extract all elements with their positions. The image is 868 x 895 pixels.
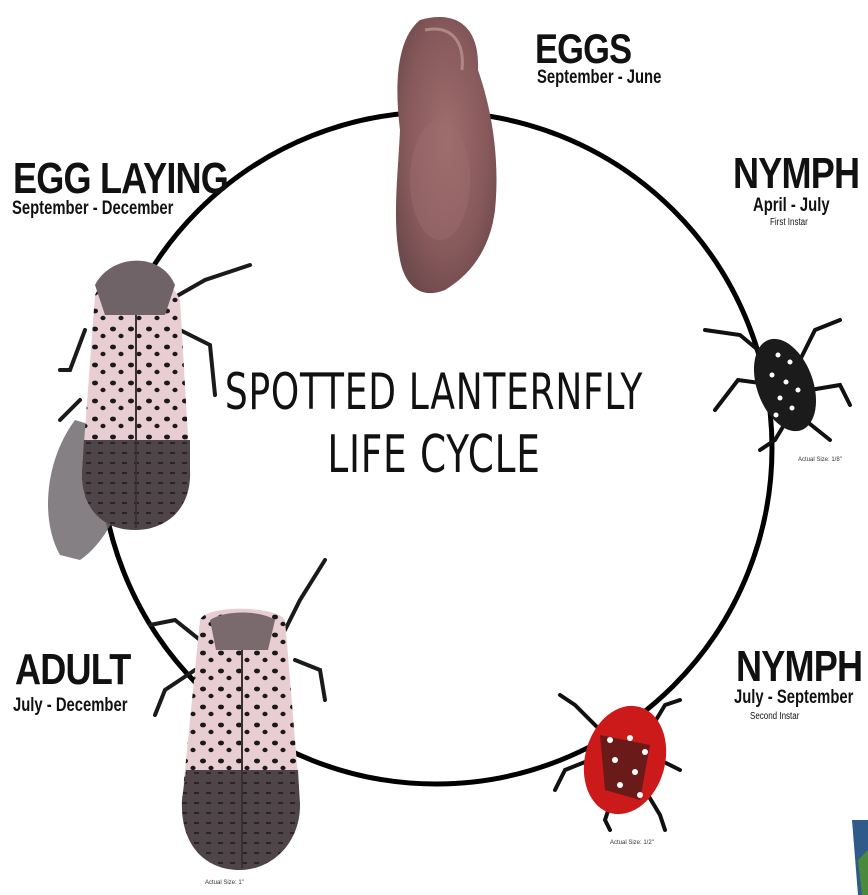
nymph-second-dates: July - September [734, 688, 853, 707]
adult-size: Actual Size: 1" [205, 880, 244, 886]
nymph-first-title: NYMPH [733, 152, 859, 196]
nymph-second-note: Second Instar [750, 712, 799, 722]
diagram-title-line-1: SPOTTED LANTERNFLY [122, 363, 747, 421]
nymph-first-note: First Instar [770, 218, 808, 228]
eggs-title: EGGS [535, 28, 631, 70]
egg-laying-title: EGG LAYING [13, 157, 228, 201]
nymph-second-title: NYMPH [736, 645, 862, 689]
nymph-first-size: Actual Size: 1/8" [798, 457, 842, 463]
egg-laying-dates: September - December [12, 199, 173, 218]
adult-title: ADULT [15, 648, 130, 692]
eggs-dates: September - June [537, 68, 661, 87]
adult-image [150, 560, 325, 870]
adult-dates: July - December [13, 696, 128, 715]
nymph-first-dates: April - July [753, 196, 830, 215]
logo-fragment [852, 820, 868, 895]
diagram-title-line-2: LIFE CYCLE [122, 425, 747, 485]
nymph-second-size: Actual Size: 1/2" [610, 840, 654, 846]
egg-mass-image [396, 17, 497, 293]
second-instar-nymph-image [555, 695, 680, 830]
